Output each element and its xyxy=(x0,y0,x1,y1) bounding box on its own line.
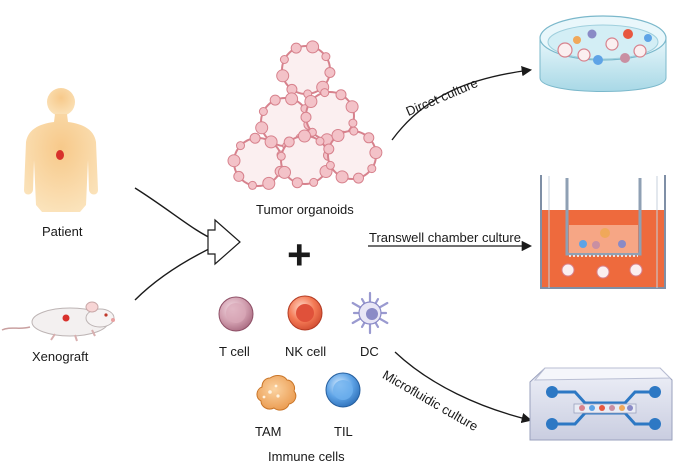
organoid-bud xyxy=(248,180,257,190)
organoid-bud xyxy=(324,67,336,78)
organoid-bud xyxy=(262,176,276,190)
organoid-bud xyxy=(348,118,358,128)
nk-cell-icon xyxy=(287,295,323,331)
tam-label: TAM xyxy=(255,424,282,439)
plus-symbol: + xyxy=(287,231,312,278)
direct-culture-arrow xyxy=(391,65,533,141)
merge-arrow-icon xyxy=(207,218,241,266)
immune-cells-label: Immune cells xyxy=(268,449,345,464)
organoid-bud xyxy=(298,129,311,143)
organoid-bud xyxy=(264,135,278,149)
t-cell-icon xyxy=(218,296,254,332)
organoid-bud xyxy=(276,151,286,161)
xenograft-label: Xenograft xyxy=(32,349,89,364)
organoid-bud xyxy=(278,165,291,179)
organoid-bud xyxy=(335,89,347,101)
organoid-bud xyxy=(363,132,375,144)
organoid-bud xyxy=(300,111,312,123)
microfluidic-chip-icon xyxy=(529,367,673,441)
til-icon xyxy=(325,372,361,408)
organoid-bud xyxy=(323,143,335,155)
organoid-bud xyxy=(304,95,318,108)
organoid-bud xyxy=(258,107,268,116)
organoid-bud xyxy=(255,121,269,135)
organoid-bud xyxy=(233,170,245,182)
organoid-bud xyxy=(249,132,261,144)
patient-label: Patient xyxy=(42,224,83,239)
organoid-bud xyxy=(345,100,359,114)
tumor-organoids-label: Tumor organoids xyxy=(256,202,354,217)
patient-figure-icon xyxy=(24,88,98,212)
organoid-bud xyxy=(321,52,331,62)
xenograft-arrow xyxy=(134,245,216,301)
tumor-mark-icon xyxy=(56,150,64,160)
organoid-bud xyxy=(283,136,295,148)
organoid-bud xyxy=(335,170,349,184)
dc-label: DC xyxy=(360,344,379,359)
organoid-bud xyxy=(290,42,302,54)
microfluidic-arrow xyxy=(394,351,533,424)
transwell-chamber-icon xyxy=(540,175,666,289)
organoid-bud xyxy=(315,136,325,146)
petri-dish-icon xyxy=(539,15,667,92)
tam-icon xyxy=(256,375,297,411)
til-label: TIL xyxy=(334,424,353,439)
dc-icon xyxy=(351,291,389,335)
organoid-bud xyxy=(236,141,245,151)
t-cell-label: T cell xyxy=(219,344,250,359)
mouse-icon xyxy=(1,301,115,342)
organoid-bud xyxy=(325,160,335,170)
organoid-bud xyxy=(353,172,364,184)
transwell-culture-label: Transwell chamber culture xyxy=(369,230,521,245)
patient-arrow xyxy=(134,187,216,241)
organoid-bud xyxy=(320,88,330,98)
nk-cell-label: NK cell xyxy=(285,344,327,359)
organoid-bud xyxy=(285,92,299,106)
organoid-bud xyxy=(291,177,303,189)
organoid-bud xyxy=(367,164,377,174)
tumor-organoids-cluster xyxy=(227,40,383,190)
organoid-bud xyxy=(369,146,383,160)
organoid-bud xyxy=(309,177,319,187)
organoid-bud xyxy=(349,126,359,136)
organoid-bud xyxy=(306,40,320,54)
organoid-bud xyxy=(331,129,345,142)
organoid-bud xyxy=(227,154,241,168)
organoid-bud xyxy=(269,94,281,106)
organoid-bud xyxy=(279,55,289,64)
organoid-bud xyxy=(276,69,290,83)
